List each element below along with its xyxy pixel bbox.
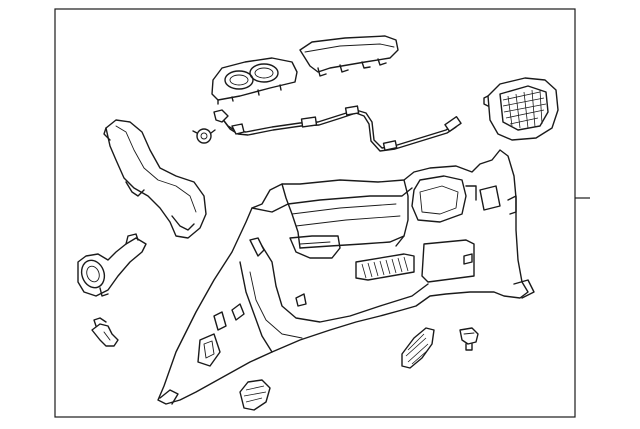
wiring-harness bbox=[213, 105, 462, 152]
quarter-trim-panel bbox=[157, 149, 535, 405]
side-duct bbox=[103, 119, 207, 239]
upper-trim-cover bbox=[299, 35, 399, 77]
air-duct bbox=[77, 233, 147, 297]
grommet-clip bbox=[192, 128, 216, 144]
lower-vent-grille bbox=[239, 379, 271, 411]
retainer-clip bbox=[459, 327, 479, 351]
cup-holder-bezel bbox=[211, 57, 298, 105]
speaker-grille bbox=[483, 77, 559, 141]
diagram-border bbox=[54, 8, 576, 418]
push-clip bbox=[91, 317, 119, 347]
rear-vent-grille bbox=[401, 327, 435, 369]
